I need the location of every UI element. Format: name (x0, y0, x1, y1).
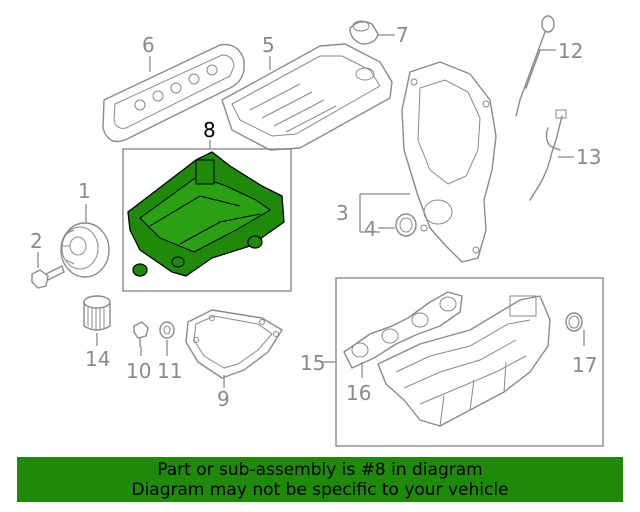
callout-11: 11 (157, 359, 182, 383)
part-6-valve-cover-gasket[interactable] (102, 43, 245, 143)
part-2-crank-bolt[interactable] (31, 265, 65, 289)
part-5-valve-cover[interactable] (221, 43, 393, 151)
callout-14: 14 (85, 347, 110, 371)
callout-9: 9 (217, 387, 230, 411)
callout-4: 4 (364, 217, 377, 241)
callout-1: 1 (78, 179, 91, 203)
part-16-intake-gasket[interactable] (343, 291, 463, 369)
part-17-o-ring[interactable] (565, 312, 583, 332)
part-12-dipstick[interactable] (515, 15, 555, 117)
intake-assembly-box (335, 277, 604, 447)
callout-13: 13 (576, 145, 601, 169)
callout-15: 15 (300, 351, 325, 375)
callout-12: 12 (558, 39, 583, 63)
part-8-oil-pan-upper[interactable] (127, 151, 285, 277)
part-11-drain-gasket[interactable] (159, 321, 175, 339)
part-10-drain-plug[interactable] (133, 321, 149, 347)
vehicle-fit-banner: Part or sub-assembly is #8 in diagram Di… (17, 457, 623, 502)
callout-10: 10 (126, 359, 151, 383)
part-13-dipstick-tube[interactable] (529, 109, 567, 201)
part-8-highlight-box (122, 148, 292, 292)
part-9-oil-pan-lower[interactable] (185, 309, 283, 379)
callout-7: 7 (396, 23, 409, 47)
part-15-intake-manifold[interactable] (377, 295, 551, 427)
part-3-timing-cover[interactable] (401, 61, 497, 263)
part-14-oil-filter[interactable] (83, 295, 111, 331)
part-1-crank-pulley[interactable] (60, 222, 110, 278)
banner-line-2: Diagram may not be specific to your vehi… (131, 480, 509, 500)
part-4-crank-seal[interactable] (395, 213, 417, 237)
callout-16: 16 (346, 381, 371, 405)
callout-2: 2 (30, 229, 43, 253)
callout-6: 6 (142, 33, 155, 57)
callout-5: 5 (262, 33, 275, 57)
callout-17: 17 (572, 353, 597, 377)
callout-3: 3 (336, 201, 349, 225)
callout-8: 8 (203, 118, 216, 142)
banner-line-1: Part or sub-assembly is #8 in diagram (157, 460, 483, 480)
part-7-oil-filler-cap[interactable] (349, 20, 379, 45)
